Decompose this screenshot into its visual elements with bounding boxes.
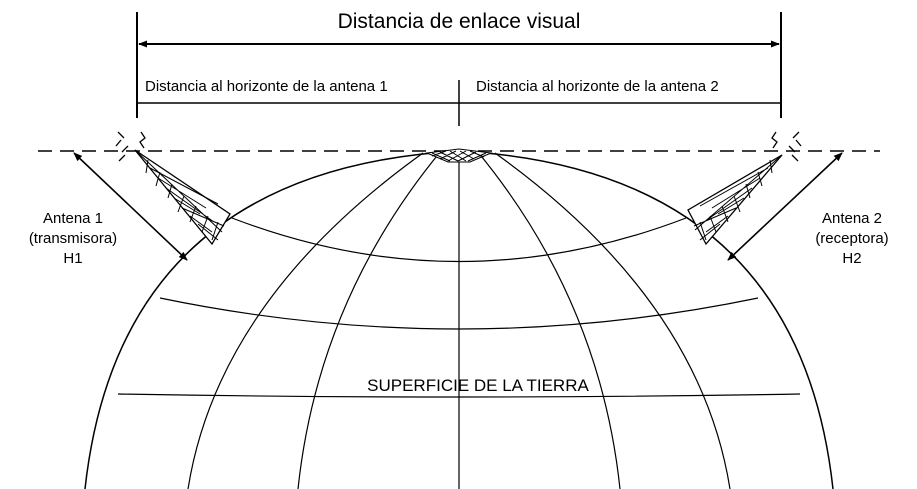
meridian-line [494, 152, 731, 489]
antenna-1-height-arrow [73, 152, 188, 261]
antenna-1-role: (transmisora) [29, 230, 117, 247]
antenna-2-label: Antena 2 (receptora) H2 [815, 210, 888, 267]
antenna-1-height: H1 [63, 250, 82, 267]
meridian-line [476, 150, 621, 489]
meridian-line [187, 152, 424, 489]
link-distance-dimension: Distancia de enlace visual [136, 10, 782, 118]
antenna-2-tower-icon [687, 131, 802, 246]
antenna-2-height-arrow [727, 152, 843, 261]
antenna-2-name: Antena 2 [822, 210, 882, 227]
antenna-2-height: H2 [842, 250, 861, 267]
antenna-1-name: Antena 1 [43, 210, 103, 227]
horizon-distance-2-label: Distancia al horizonte de la antena 2 [476, 78, 719, 95]
link-distance-label: Distancia de enlace visual [338, 10, 581, 33]
earth-surface-label: SUPERFICIE DE LA TIERRA [367, 376, 589, 395]
horizon-distance-1-label: Distancia al horizonte de la antena 1 [145, 78, 388, 95]
earth-globe: SUPERFICIE DE LA TIERRA [84, 148, 834, 489]
horizon-distance-dimension: Distancia al horizonte de la antena 1 Di… [137, 78, 781, 126]
meridian-line [297, 150, 442, 489]
antenna-1-label: Antena 1 (transmisora) H1 [29, 210, 117, 267]
horizon-tower-icon [425, 148, 493, 163]
antenna-1-tower-icon [115, 131, 231, 246]
antenna-2-role: (receptora) [815, 230, 888, 247]
